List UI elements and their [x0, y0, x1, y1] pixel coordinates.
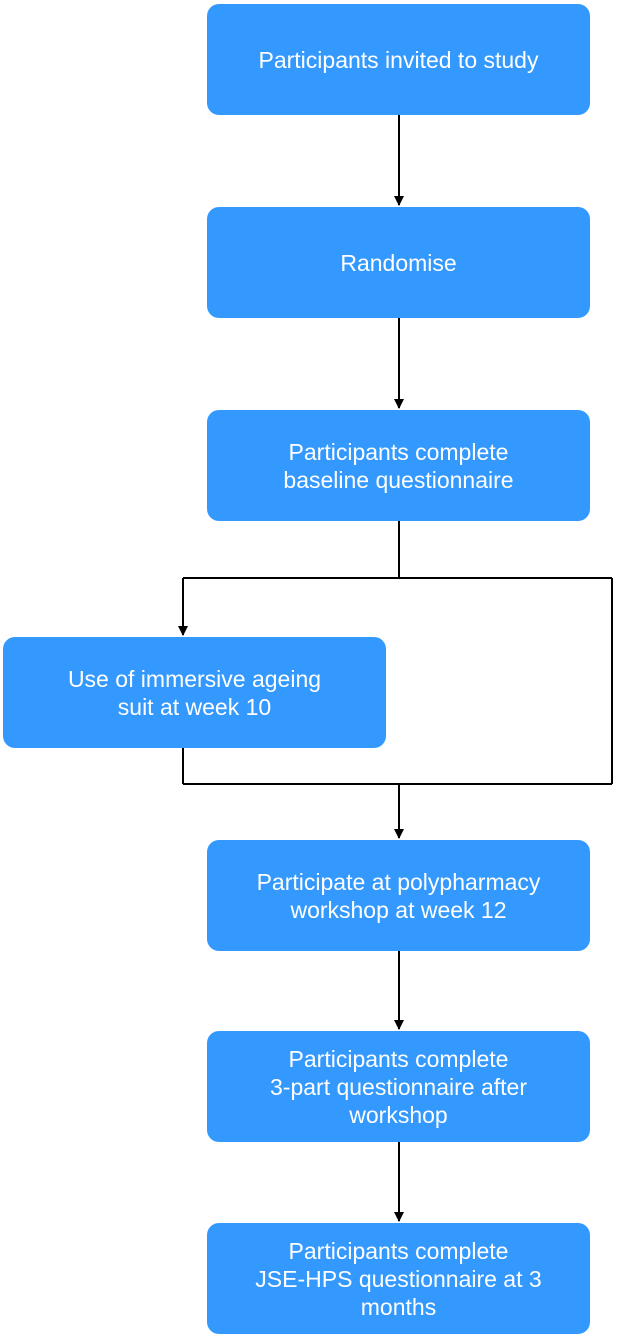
node-polypharmacy-workshop: Participate at polypharmacy workshop at … [207, 840, 590, 951]
node-label: Participants complete 3-part questionnai… [270, 1045, 527, 1128]
node-label: Participants complete JSE-HPS questionna… [255, 1237, 542, 1320]
node-three-part-questionnaire: Participants complete 3-part questionnai… [207, 1031, 590, 1142]
node-label: Participants invited to study [258, 46, 539, 73]
node-jse-hps-questionnaire: Participants complete JSE-HPS questionna… [207, 1223, 590, 1334]
node-label: Participants complete baseline questionn… [283, 438, 514, 493]
node-randomise: Randomise [207, 207, 590, 318]
node-label: Participate at polypharmacy workshop at … [256, 868, 541, 923]
node-label: Randomise [340, 249, 457, 276]
node-label: Use of immersive ageing suit at week 10 [67, 665, 322, 720]
node-baseline-questionnaire: Participants complete baseline questionn… [207, 410, 590, 521]
node-participants-invited: Participants invited to study [207, 4, 590, 115]
node-immersive-ageing-suit: Use of immersive ageing suit at week 10 [3, 637, 386, 748]
